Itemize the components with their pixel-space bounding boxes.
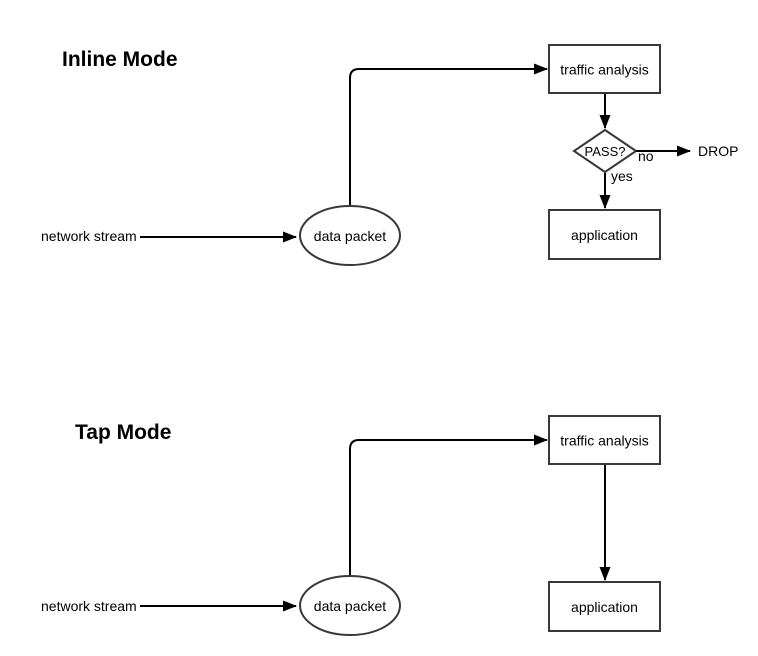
inline-application-node: [548, 209, 661, 260]
tap-arrow-packet-to-analysis: [349, 434, 548, 575]
inline-arrow-packet-to-analysis: [349, 63, 548, 205]
tap-application-node: [548, 581, 661, 632]
inline-data-packet-node: [299, 205, 401, 266]
inline-traffic-analysis-label: traffic analysis: [560, 62, 648, 78]
inline-decision-node: [572, 128, 638, 174]
tap-application-label: application: [571, 599, 638, 615]
inline-no-label: no: [638, 148, 654, 164]
tap-mode-diagram: Tap Mode network stream data packet traf…: [41, 415, 661, 636]
tap-data-packet-label: data packet: [314, 598, 386, 614]
inline-decision-label: PASS?: [585, 144, 626, 159]
inline-network-stream-label: network stream: [41, 228, 137, 244]
tap-data-packet-node: [299, 575, 401, 636]
inline-data-packet-label: data packet: [314, 228, 386, 244]
inline-application-label: application: [571, 227, 638, 243]
inline-traffic-analysis-node: [548, 44, 661, 94]
tap-traffic-analysis-node: [548, 415, 661, 465]
inline-mode-title: Inline Mode: [62, 48, 178, 71]
tap-mode-title: Tap Mode: [75, 421, 171, 444]
inline-drop-label: DROP: [698, 143, 738, 159]
inline-mode-diagram: Inline Mode network stream data packet t…: [41, 44, 738, 266]
tap-traffic-analysis-label: traffic analysis: [560, 433, 648, 449]
inline-yes-label: yes: [611, 168, 633, 184]
tap-network-stream-label: network stream: [41, 598, 137, 614]
